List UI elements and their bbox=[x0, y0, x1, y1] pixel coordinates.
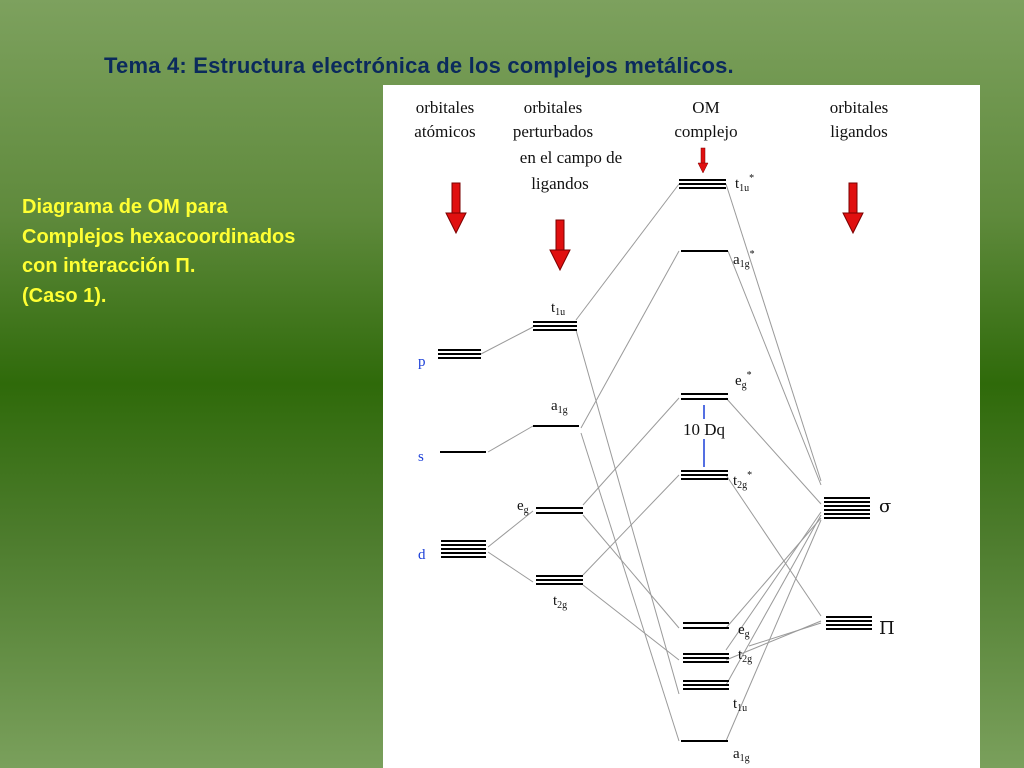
svg-text:eg: eg bbox=[517, 498, 529, 516]
label-p: p bbox=[418, 354, 426, 370]
svg-text:t1u*: t1u* bbox=[735, 173, 754, 194]
svg-text:t1u: t1u bbox=[733, 696, 747, 714]
label-s: s bbox=[418, 449, 424, 465]
svg-text:a1g: a1g bbox=[551, 398, 568, 416]
svg-text:t2g: t2g bbox=[553, 593, 567, 611]
slide-title: Tema 4: Estructura electrónica de los co… bbox=[104, 53, 734, 78]
splitting-10dq: 10 Dq bbox=[683, 405, 737, 467]
mo-level-t2g: t2g bbox=[683, 647, 752, 665]
label-sigma: σ bbox=[879, 496, 891, 517]
svg-text:eg: eg bbox=[738, 622, 750, 640]
mo-level-t2g-star: t2g* bbox=[681, 470, 752, 491]
description-line-4: (Caso 1). bbox=[22, 284, 107, 307]
header-perturbed-line2: perturbados bbox=[513, 122, 593, 141]
mo-level-eg-star: eg* bbox=[681, 370, 752, 400]
svg-text:eg*: eg* bbox=[735, 370, 752, 391]
diagram-description: Diagrama de OM para Complejos hexacoordi… bbox=[22, 193, 382, 311]
perturbed-level-t1u: t1u bbox=[533, 300, 577, 331]
perturbed-level-eg: eg bbox=[517, 498, 583, 516]
correlation-lines bbox=[480, 183, 822, 742]
svg-text:a1g: a1g bbox=[733, 746, 750, 764]
header-perturbed-line1: orbitales bbox=[524, 98, 583, 117]
arrow-down-icon bbox=[842, 182, 864, 234]
label-pi: Π bbox=[879, 618, 895, 639]
header-ligand-line2: ligandos bbox=[830, 122, 888, 141]
description-line-2: Complejos hexacoordinados bbox=[22, 225, 296, 248]
atomic-orbital-p: p bbox=[418, 349, 481, 370]
atomic-orbital-s: s bbox=[418, 449, 486, 465]
header-perturbed-line4: ligandos bbox=[531, 174, 589, 193]
description-line-1: Diagrama de OM para bbox=[22, 196, 228, 218]
mo-level-t1u: t1u bbox=[683, 680, 747, 714]
mo-level-a1g: a1g bbox=[681, 740, 750, 764]
arrow-down-icon bbox=[697, 147, 709, 174]
header-complex-line1: OM bbox=[692, 98, 719, 117]
header-atomic-line2: atómicos bbox=[414, 122, 475, 141]
arrow-down-icon bbox=[549, 219, 571, 271]
svg-text:t2g*: t2g* bbox=[733, 470, 752, 491]
mo-diagram: orbitales atómicos orbitales perturbados… bbox=[414, 98, 895, 764]
header-ligand-line1: orbitales bbox=[830, 98, 889, 117]
header-perturbed-line3: en el campo de bbox=[520, 148, 622, 167]
header-complex-line2: complejo bbox=[674, 122, 737, 141]
svg-text:t2g: t2g bbox=[738, 647, 752, 665]
ligand-orbital-pi: Π bbox=[826, 616, 895, 639]
svg-text:t1u: t1u bbox=[551, 300, 565, 318]
header-atomic-line1: orbitales bbox=[416, 98, 475, 117]
mo-level-a1g-star: a1g* bbox=[681, 249, 755, 270]
mo-level-t1u-star: t1u* bbox=[679, 173, 754, 194]
label-d: d bbox=[418, 547, 426, 563]
ligand-orbital-sigma: σ bbox=[824, 496, 891, 519]
arrow-down-icon bbox=[445, 182, 467, 234]
mo-level-eg: eg bbox=[683, 622, 750, 640]
splitting-label: 10 Dq bbox=[683, 420, 726, 439]
perturbed-level-t2g: t2g bbox=[536, 575, 583, 611]
description-line-3: con interacción Π. bbox=[22, 255, 196, 277]
svg-text:a1g*: a1g* bbox=[733, 249, 755, 270]
mo-diagram-panel: orbitales atómicos orbitales perturbados… bbox=[383, 85, 980, 768]
atomic-orbital-d: d bbox=[418, 540, 486, 563]
perturbed-level-a1g: a1g bbox=[533, 398, 579, 427]
